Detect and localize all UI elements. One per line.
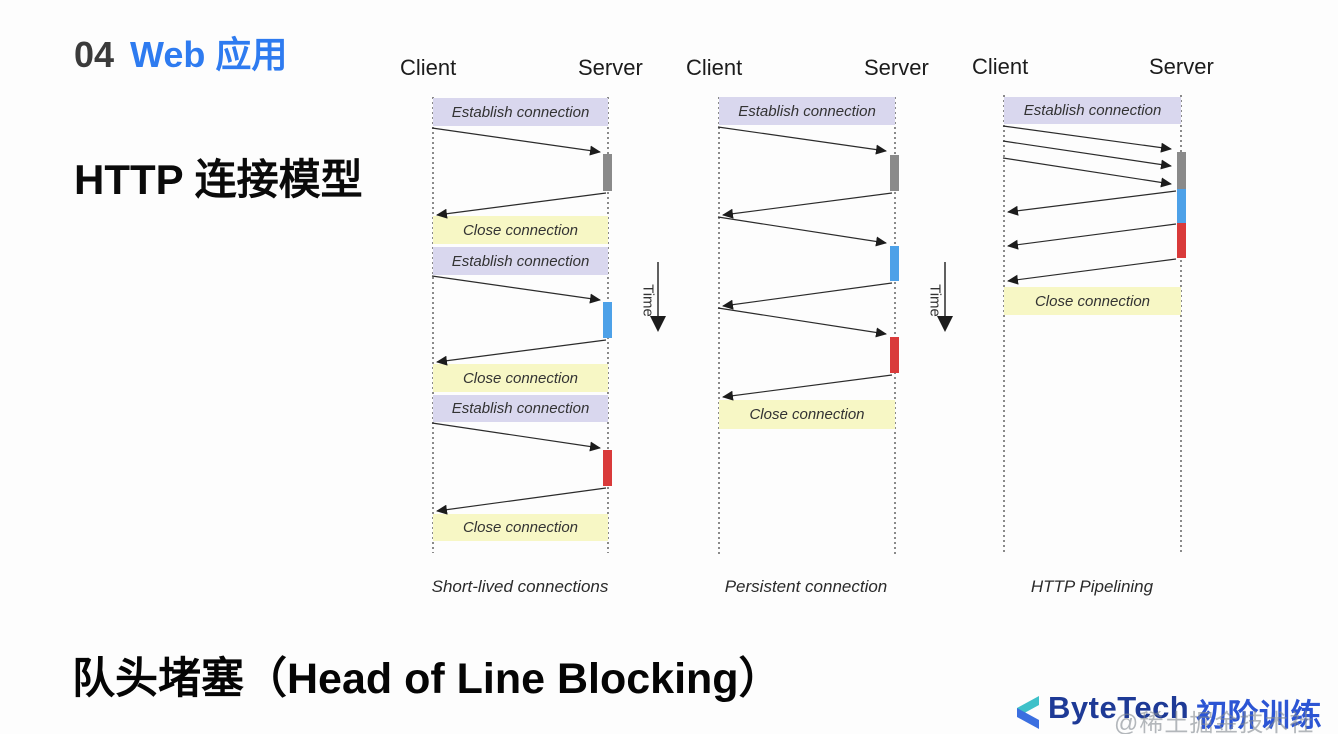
processing-bar-blue <box>603 302 612 338</box>
processing-bar-blue <box>1177 189 1186 223</box>
processing-bar-gray <box>603 154 612 191</box>
brand-suffix: 初阶训练营 <box>1196 698 1322 733</box>
close-connection-band: Close connection <box>433 216 608 244</box>
establish-connection-band: Establish connection <box>433 247 608 275</box>
processing-bar-gray <box>1177 152 1186 189</box>
bytetech-logo-icon <box>1017 696 1039 729</box>
close-connection-band: Close connection <box>433 364 608 392</box>
server-lifeline <box>1180 95 1182 555</box>
page-title: HTTP 连接模型 <box>74 156 363 203</box>
server-label: Server <box>1149 54 1214 79</box>
close-connection-band: Close connection <box>719 400 895 429</box>
client-label: Client <box>400 55 457 80</box>
processing-bar-red <box>603 450 612 486</box>
watermark: @稀土掘金技术社区 <box>1114 710 1315 734</box>
diagram-caption: HTTP Pipelining <box>1030 577 1154 596</box>
section-name: Web 应用 <box>130 34 288 75</box>
client-label: Client <box>972 54 1029 79</box>
brand-name: ByteTech <box>1048 690 1190 725</box>
close-connection-band: Close connection <box>433 514 608 541</box>
time-label: Time <box>639 284 657 317</box>
client-lifeline <box>718 97 720 555</box>
close-connection-band: Close connection <box>1004 287 1181 315</box>
diagram-caption: Short-lived connections <box>431 577 609 596</box>
server-label: Server <box>864 55 929 80</box>
client-label: Client <box>686 55 743 80</box>
processing-bar-red <box>1177 223 1186 258</box>
establish-connection-band: Establish connection <box>1004 97 1181 124</box>
section-number: 04 <box>74 34 115 75</box>
slide-header: 04 Web 应用 <box>74 26 287 78</box>
processing-bar-blue <box>890 246 899 281</box>
establish-connection-band: Establish connection <box>719 97 895 125</box>
client-lifeline <box>1003 95 1005 555</box>
processing-bar-red <box>890 337 899 373</box>
topic-title: 队头堵塞（Head of Line Blocking） <box>72 655 782 703</box>
server-lifeline <box>894 97 896 555</box>
client-lifeline <box>432 97 434 553</box>
establish-connection-band: Establish connection <box>433 98 608 126</box>
processing-bar-gray <box>890 155 899 191</box>
diagram-caption: Persistent connection <box>724 577 888 596</box>
establish-connection-band: Establish connection <box>433 395 608 422</box>
time-label: Time <box>926 284 944 317</box>
server-label: Server <box>578 55 643 80</box>
